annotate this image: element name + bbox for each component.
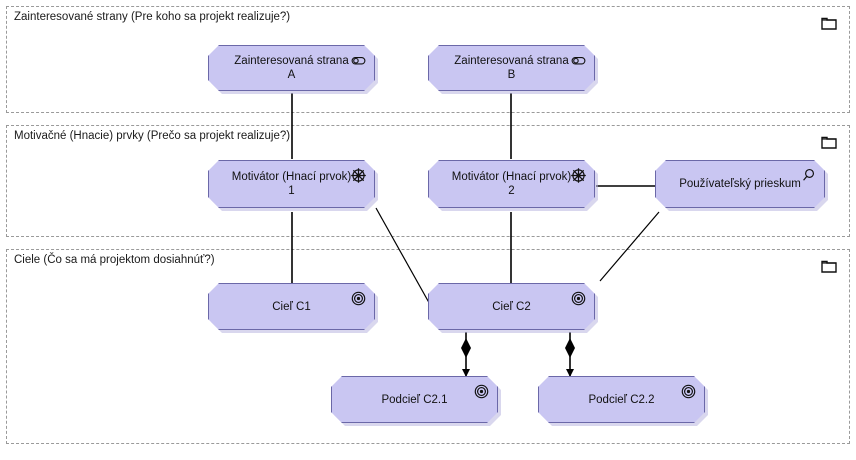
goal-icon (473, 383, 490, 400)
subgoal-c22-label: Podcieľ C2.2 (588, 393, 655, 406)
subgoal-c22[interactable]: Podcieľ C2.2 (538, 376, 705, 423)
group-stakeholders[interactable]: Zainteresované strany (Pre koho sa proje… (6, 6, 850, 113)
stakeholder-b[interactable]: Zainteresovaná strana B (428, 45, 595, 91)
goal-c2-label: Cieľ C2 (492, 300, 531, 313)
goal-icon (680, 383, 697, 400)
assessment-icon (800, 167, 817, 184)
role-icon (350, 52, 367, 69)
folder-icon (821, 260, 837, 273)
assessment-1[interactable]: Používateľský prieskum (655, 160, 825, 208)
goal-icon (570, 290, 587, 307)
driver-icon (570, 167, 587, 184)
subgoal-c21-label: Podcieľ C2.1 (381, 393, 448, 406)
group-drivers-label: Motivačné (Hnacie) prvky (Prečo sa proje… (14, 130, 291, 142)
folder-icon (821, 136, 837, 149)
folder-icon (821, 17, 837, 30)
driver-icon (350, 167, 367, 184)
goal-c2[interactable]: Cieľ C2 (428, 283, 595, 330)
role-icon (570, 52, 587, 69)
assessment-1-label: Používateľský prieskum (679, 178, 801, 190)
goal-c1[interactable]: Cieľ C1 (208, 283, 375, 330)
goal-c1-label: Cieľ C1 (272, 300, 311, 313)
group-drivers[interactable]: Motivačné (Hnacie) prvky (Prečo sa proje… (6, 125, 850, 237)
group-stakeholders-label: Zainteresované strany (Pre koho sa proje… (14, 11, 291, 23)
goal-icon (350, 290, 367, 307)
driver-1-label: Motivátor (Hnací prvok) 1 (231, 171, 352, 197)
stakeholder-a-label: Zainteresovaná strana A (234, 55, 349, 81)
stakeholder-a[interactable]: Zainteresovaná strana A (208, 45, 375, 91)
driver-1[interactable]: Motivátor (Hnací prvok) 1 (208, 160, 375, 208)
subgoal-c21[interactable]: Podcieľ C2.1 (331, 376, 498, 423)
driver-2[interactable]: Motivátor (Hnací prvok) 2 (428, 160, 595, 208)
driver-2-label: Motivátor (Hnací prvok) 2 (451, 171, 572, 197)
group-goals-label: Ciele (Čo sa má projektom dosiahnúť?) (14, 254, 215, 266)
stakeholder-b-label: Zainteresovaná strana B (454, 55, 569, 81)
